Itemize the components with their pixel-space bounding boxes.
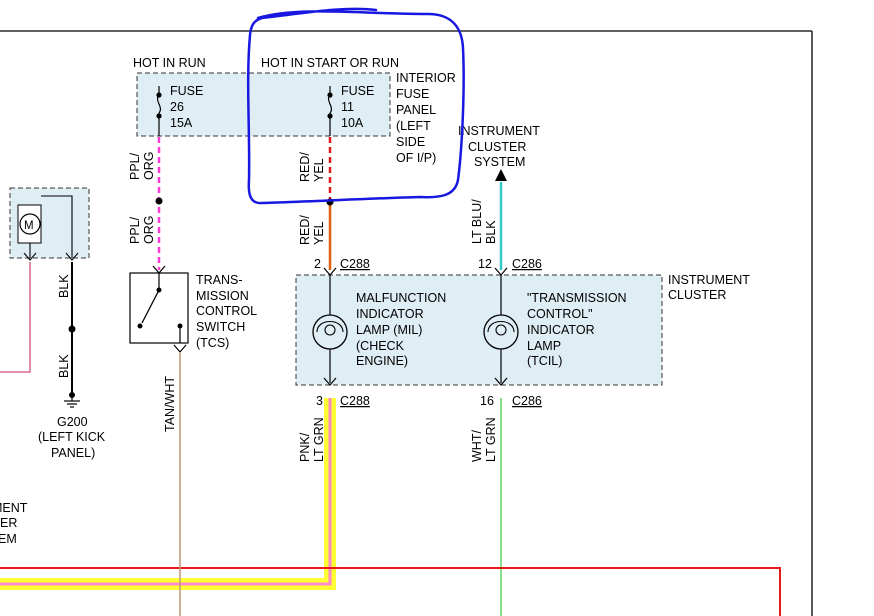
instrument-cluster-box <box>295 274 663 386</box>
svg-text:CLUSTER: CLUSTER <box>668 288 726 302</box>
svg-text:12: 12 <box>478 257 492 271</box>
svg-text:MISSION: MISSION <box>196 289 249 303</box>
svg-text:SIDE: SIDE <box>396 135 425 149</box>
blue-annotation-circle <box>246 7 465 205</box>
svg-text:INDICATOR: INDICATOR <box>527 323 595 337</box>
wire-pnk-lt-grn: PNK/ LT GRN <box>0 398 336 590</box>
svg-text:RED/: RED/ <box>298 215 312 245</box>
svg-text:OF I/P): OF I/P) <box>396 151 436 165</box>
wire-red-yel: RED/ YEL RED/ YEL <box>298 137 334 270</box>
svg-text:MENT: MENT <box>0 501 28 515</box>
svg-text:MALFUNCTION: MALFUNCTION <box>356 291 446 305</box>
diagram-frame <box>0 30 813 616</box>
svg-text:BLK: BLK <box>484 220 498 244</box>
svg-text:2: 2 <box>314 257 321 271</box>
svg-text:LAMP (MIL): LAMP (MIL) <box>356 323 422 337</box>
svg-text:16: 16 <box>480 394 494 408</box>
fuse-26: FUSE 26 15A <box>156 84 203 136</box>
svg-text:ORG: ORG <box>142 152 156 180</box>
svg-text:"TRANSMISSION: "TRANSMISSION <box>527 291 627 305</box>
svg-text:PPL/: PPL/ <box>128 216 142 244</box>
svg-text:ORG: ORG <box>142 216 156 244</box>
svg-text:INSTRUMENT: INSTRUMENT <box>668 273 750 287</box>
svg-text:(TCS): (TCS) <box>196 336 229 350</box>
svg-text:PNK/: PNK/ <box>298 432 312 462</box>
svg-text:C286: C286 <box>512 257 542 271</box>
svg-text:BLK: BLK <box>57 274 71 298</box>
arrow-up-icon <box>495 169 507 181</box>
svg-text:C288: C288 <box>340 394 370 408</box>
svg-text:TRANS-: TRANS- <box>196 273 243 287</box>
connector-c288-top: 2 C288 <box>314 257 370 276</box>
svg-text:(LEFT: (LEFT <box>396 119 431 133</box>
left-pink-wire <box>0 262 31 373</box>
svg-text:ENGINE): ENGINE) <box>356 354 408 368</box>
svg-text:3: 3 <box>316 394 323 408</box>
left-motor-component: M <box>9 187 90 261</box>
svg-text:(CHECK: (CHECK <box>356 339 405 353</box>
ground-g200-label: G200 (LEFT KICK PANEL) <box>38 415 106 460</box>
wire-tan-wht: TAN/WHT <box>163 352 181 616</box>
red-annotation-box <box>0 567 781 616</box>
svg-text:G200: G200 <box>57 415 88 429</box>
svg-text:LT GRN: LT GRN <box>484 417 498 462</box>
svg-text:YEL: YEL <box>312 158 326 182</box>
svg-text:15A: 15A <box>170 116 193 130</box>
svg-text:CLUSTER: CLUSTER <box>468 140 526 154</box>
svg-text:10A: 10A <box>341 116 364 130</box>
wire-lt-blu-blk: LT BLU/ BLK <box>470 182 503 270</box>
svg-text:CONTROL": CONTROL" <box>527 307 593 321</box>
svg-text:PANEL): PANEL) <box>51 446 95 460</box>
svg-text:FUSE: FUSE <box>170 84 203 98</box>
svg-text:RED/: RED/ <box>298 152 312 182</box>
svg-text:INDICATOR: INDICATOR <box>356 307 424 321</box>
svg-text:FUSE: FUSE <box>396 87 429 101</box>
hot-in-run-label: HOT IN RUN <box>133 56 206 70</box>
transmission-control-switch: TRANS- MISSION CONTROL SWITCH (TCS) <box>129 265 257 353</box>
svg-text:ER: ER <box>0 516 17 530</box>
svg-text:EM: EM <box>0 532 17 546</box>
svg-text:11: 11 <box>341 100 354 114</box>
svg-text:(LEFT KICK: (LEFT KICK <box>38 430 106 444</box>
svg-text:TAN/WHT: TAN/WHT <box>163 376 177 432</box>
svg-text:LAMP: LAMP <box>527 339 561 353</box>
svg-text:LT GRN: LT GRN <box>312 417 326 462</box>
svg-text:SWITCH: SWITCH <box>196 320 245 334</box>
wire-ppl-org: PPL/ ORG PPL/ ORG <box>128 137 163 270</box>
svg-text:SYSTEM: SYSTEM <box>474 155 525 169</box>
instrument-cluster-system-ref: INSTRUMENT CLUSTER SYSTEM <box>458 124 540 181</box>
svg-text:FUSE: FUSE <box>341 84 374 98</box>
svg-text:C288: C288 <box>340 257 370 271</box>
svg-text:INSTRUMENT: INSTRUMENT <box>458 124 540 138</box>
svg-text:C286: C286 <box>512 394 542 408</box>
svg-text:M: M <box>24 220 34 232</box>
wire-wht-lt-grn: WHT/ LT GRN <box>470 398 502 616</box>
svg-text:WHT/: WHT/ <box>470 430 484 462</box>
connector-c286-bottom: 16 C286 <box>480 377 542 408</box>
motor-icon <box>19 213 41 235</box>
cut-off-left-label: MENT ER EM <box>0 501 28 546</box>
svg-text:INTERIOR: INTERIOR <box>396 71 456 85</box>
svg-text:PPL/: PPL/ <box>128 152 142 180</box>
svg-text:BLK: BLK <box>57 354 71 378</box>
svg-text:26: 26 <box>170 100 184 114</box>
svg-text:CONTROL: CONTROL <box>196 304 257 318</box>
svg-text:PANEL: PANEL <box>396 103 436 117</box>
interior-fuse-panel <box>136 72 391 137</box>
connector-c288-bottom: 3 C288 <box>316 377 370 408</box>
connector-c286-top: 12 C286 <box>478 257 542 276</box>
hot-in-start-or-run-label: HOT IN START OR RUN <box>261 56 399 70</box>
fuse-11: FUSE 11 10A <box>327 84 374 136</box>
instrument-cluster-label: INSTRUMENT CLUSTER <box>668 273 750 302</box>
mil-lamp: MALFUNCTION INDICATOR LAMP (MIL) (CHECK … <box>312 275 446 383</box>
svg-text:LT BLU/: LT BLU/ <box>470 199 484 244</box>
wire-blk-ground: BLK BLK <box>57 262 80 408</box>
tcil-lamp: "TRANSMISSION CONTROL" INDICATOR LAMP (T… <box>483 275 627 383</box>
svg-text:YEL: YEL <box>312 221 326 245</box>
ground-icon <box>64 397 80 408</box>
fuse-panel-label: INTERIOR FUSE PANEL (LEFT SIDE OF I/P) <box>396 71 456 165</box>
svg-text:(TCIL): (TCIL) <box>527 354 562 368</box>
